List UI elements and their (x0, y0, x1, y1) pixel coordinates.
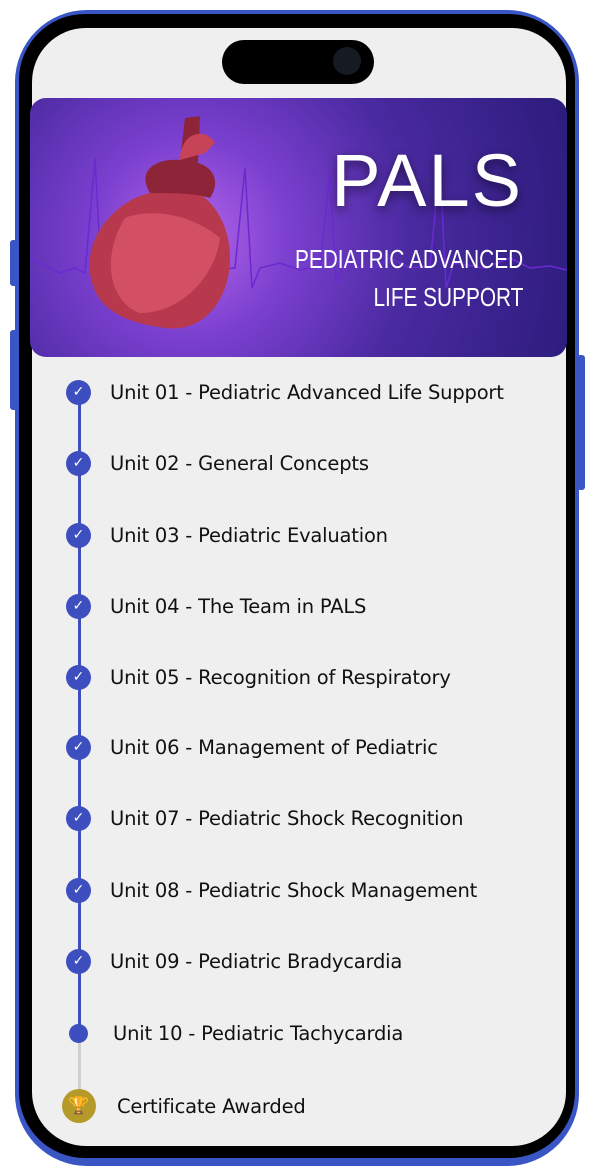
unit-label: Unit 08 - Pediatric Shock Management (110, 878, 478, 902)
trophy-icon: 🏆 (62, 1089, 96, 1123)
unit-label: Unit 03 - Pediatric Evaluation (110, 523, 388, 547)
current-dot-icon (69, 1023, 88, 1043)
check-circle-icon: ✓ (66, 450, 91, 476)
unit-item[interactable]: ✓ Unit 09 - Pediatric Bradycardia (66, 948, 402, 974)
banner-title: PALS (331, 139, 523, 222)
unit-label: Unit 05 - Recognition of Respiratory (110, 665, 451, 689)
banner-subtitle-line1: PEDIATRIC ADVANCED (294, 244, 523, 274)
check-circle-icon: ✓ (66, 593, 91, 619)
unit-item[interactable]: ✓ Unit 03 - Pediatric Evaluation (66, 522, 388, 548)
check-circle-icon: ✓ (66, 877, 91, 903)
progress-line-pending (78, 1033, 81, 1106)
course-banner: PALS PEDIATRIC ADVANCED LIFE SUPPORT (30, 98, 567, 357)
unit-item[interactable]: Unit 10 - Pediatric Tachycardia (66, 1020, 403, 1046)
unit-item[interactable]: ✓ Unit 04 - The Team in PALS (66, 593, 366, 619)
check-circle-icon: ✓ (66, 522, 91, 548)
unit-item[interactable]: ✓ Unit 01 - Pediatric Advanced Life Suppo… (66, 379, 504, 405)
unit-label: Unit 04 - The Team in PALS (110, 594, 367, 618)
certificate-label: Certificate Awarded (117, 1094, 306, 1118)
check-circle-icon: ✓ (66, 734, 91, 760)
heart-icon (89, 116, 230, 329)
unit-label: Unit 09 - Pediatric Bradycardia (110, 949, 403, 973)
unit-item[interactable]: ✓ Unit 07 - Pediatric Shock Recognition (66, 805, 463, 831)
check-circle-icon: ✓ (66, 664, 91, 690)
progress-line-completed (78, 392, 81, 1033)
volume-down-button (10, 330, 18, 410)
check-circle-icon: ✓ (66, 379, 91, 405)
camera-icon (333, 47, 361, 75)
unit-label: Unit 07 - Pediatric Shock Recognition (110, 806, 464, 830)
certificate-item[interactable]: 🏆 Certificate Awarded (62, 1089, 306, 1123)
banner-subtitle-line2: LIFE SUPPORT (373, 282, 523, 312)
unit-label: Unit 02 - General Concepts (110, 451, 369, 475)
unit-item[interactable]: ✓ Unit 05 - Recognition of Respiratory (66, 664, 451, 690)
check-circle-icon: ✓ (66, 948, 91, 974)
unit-item[interactable]: ✓ Unit 08 - Pediatric Shock Management (66, 877, 477, 903)
ecg-heart-illustration (30, 116, 567, 329)
unit-label: Unit 01 - Pediatric Advanced Life Suppor… (110, 380, 504, 404)
volume-up-button (10, 240, 18, 286)
unit-label: Unit 06 - Management of Pediatric (110, 735, 438, 759)
check-circle-icon: ✓ (66, 805, 91, 831)
power-button (577, 355, 585, 490)
unit-item[interactable]: ✓ Unit 06 - Management of Pediatric (66, 734, 438, 760)
unit-label: Unit 10 - Pediatric Tachycardia (113, 1021, 404, 1045)
unit-item[interactable]: ✓ Unit 02 - General Concepts (66, 450, 369, 476)
